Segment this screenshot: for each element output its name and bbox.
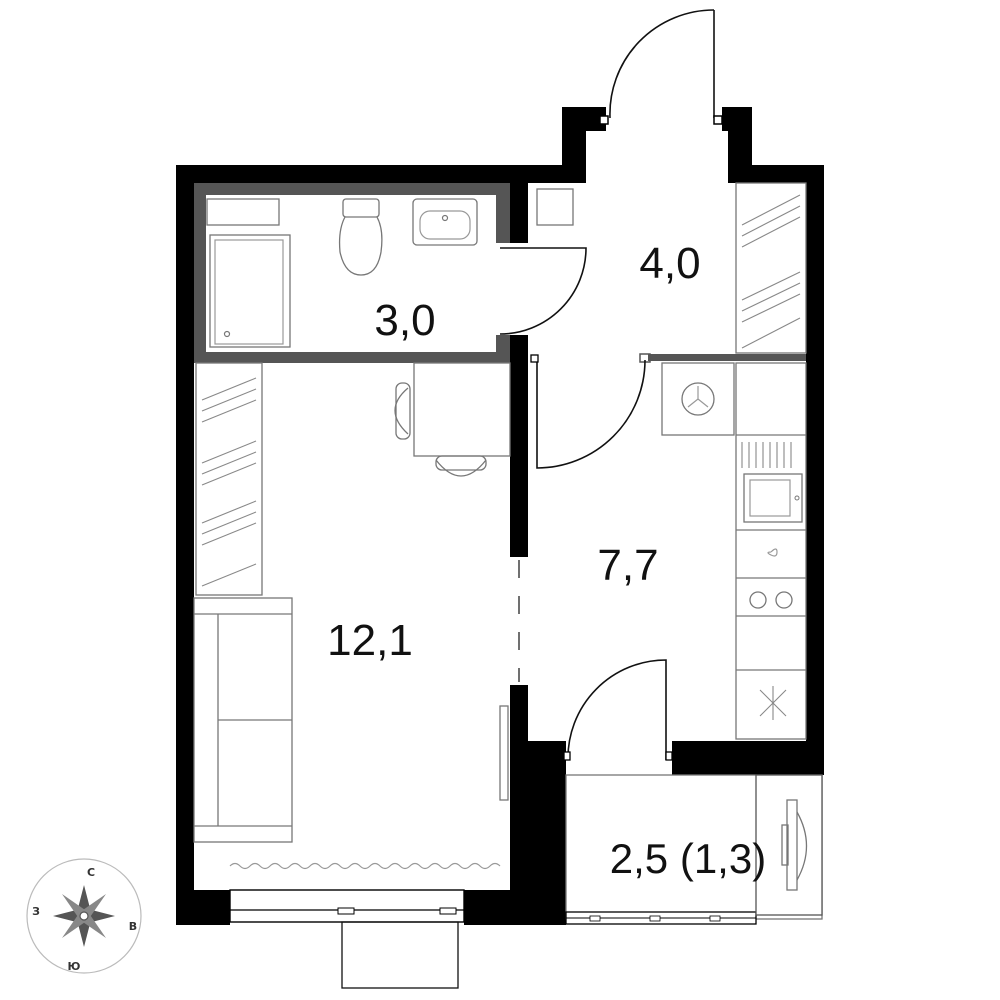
kitchen-area-label: 7,7 — [597, 541, 658, 590]
bathroom-area-label: 3,0 — [374, 296, 435, 345]
compass-east-label: В — [129, 920, 137, 933]
balcony-area-label: 2,5 (1,3) — [610, 835, 766, 882]
hallway-fixtures — [536, 182, 807, 354]
compass-rose-icon: С З В Ю — [26, 858, 142, 974]
compass-north-label: С — [87, 866, 95, 879]
partitions — [194, 183, 806, 745]
compass-south-label: Ю — [68, 960, 81, 973]
balcony-fixtures — [565, 774, 823, 925]
hallway-area-label: 4,0 — [639, 239, 700, 288]
living-room-area-label: 12,1 — [327, 616, 413, 665]
kitchen-fixtures — [530, 354, 807, 761]
compass-west-label: З — [32, 905, 40, 918]
outer-walls — [176, 107, 824, 925]
bathroom-fixtures — [206, 198, 587, 348]
living-room-fixtures — [193, 362, 511, 989]
entrance-door — [599, 9, 723, 125]
